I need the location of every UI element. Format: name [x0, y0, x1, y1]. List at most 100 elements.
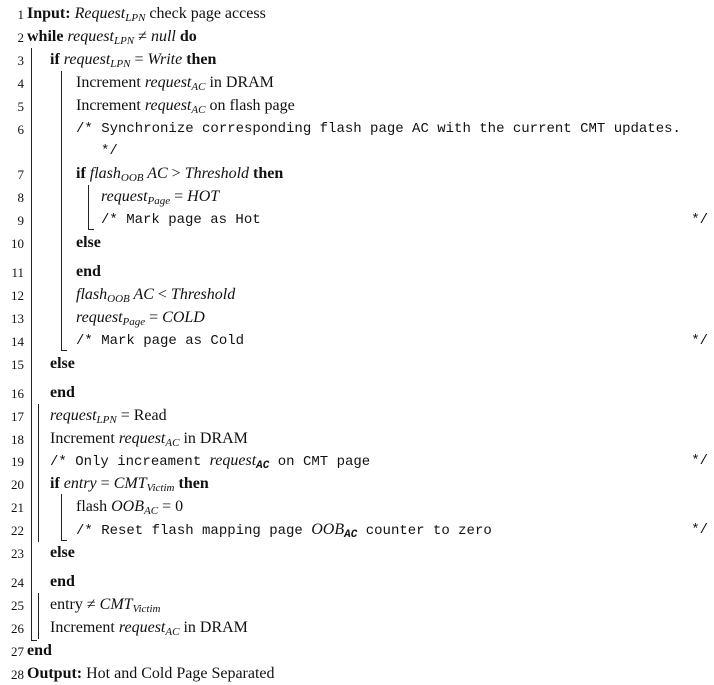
eq-operator: = [96, 475, 114, 492]
request-var: request [67, 28, 114, 45]
comment-mark-cold-close: */ [691, 333, 708, 349]
comment-only-increment: /* Only increament requestAC on CMT page [50, 452, 370, 472]
do-keyword: do [179, 28, 197, 45]
line-number: 6 [17, 122, 25, 137]
cmt-var: CMT [113, 475, 147, 492]
algo-line-21: flash OOBAC = 0 [76, 498, 183, 517]
while-scope-end [31, 640, 37, 641]
read-value: Read [133, 407, 167, 424]
line-number: 24 [11, 575, 24, 590]
comment-mark-cold: /* Mark page as Cold [76, 333, 245, 349]
algo-line-28: Output: Hot and Cold Page Separated [27, 665, 275, 683]
algo-line-17: requestLPN = Read [50, 407, 167, 426]
line-number: 2 [17, 30, 25, 45]
line-number: 25 [11, 598, 24, 613]
request-var: request [209, 452, 257, 469]
oob-var: OOB [311, 521, 345, 538]
request-var: request [101, 188, 148, 205]
if-keyword: if [50, 51, 60, 68]
if-write-scope-line [61, 71, 62, 350]
line-number: 5 [17, 99, 25, 114]
line-number: 12 [11, 288, 24, 303]
flash-text: flash [76, 498, 112, 515]
algo-line-10: else [76, 234, 101, 252]
algo-line-25: entry ≠ CMTVictim [50, 596, 160, 615]
request-var: request [76, 309, 123, 326]
line-number: 10 [11, 236, 24, 251]
algo-line-3: if requestLPN = Write then [50, 51, 217, 70]
line-number: 11 [11, 265, 24, 280]
output-keyword: Output: [27, 665, 83, 682]
else-keyword: else [50, 355, 75, 372]
algo-line-24: end [50, 573, 75, 591]
null-value: null [150, 28, 176, 45]
oob-subscript: OOB [120, 172, 144, 184]
comment-synchronize-close: */ [101, 143, 118, 159]
ac-subscript: AC [165, 437, 180, 449]
end-keyword: end [27, 642, 52, 659]
gt-operator: > [167, 165, 185, 182]
lt-operator: < [153, 286, 171, 303]
request-var: request [118, 619, 166, 636]
neq-operator: ≠ [134, 28, 151, 45]
while-scope-line [31, 48, 32, 640]
oob-subscript: OOB [107, 293, 130, 305]
write-value: Write [147, 51, 183, 68]
increment-text: Increment [76, 97, 145, 114]
ac-subscript: AC [191, 81, 206, 93]
algo-line-12: flashOOB AC < Threshold [76, 286, 236, 305]
algo-line-2: while requestLPN ≠ null do [27, 28, 197, 47]
cmt-var: CMT [99, 596, 133, 613]
cold-value: COLD [162, 309, 205, 326]
algo-line-7: if flashOOB AC > Threshold then [76, 165, 283, 184]
line-number: 1 [17, 7, 25, 22]
algo-line-16: end [50, 384, 75, 402]
entry-var: entry [63, 475, 97, 492]
algo-line-18: Increment requestAC in DRAM [50, 430, 248, 449]
line-number: 4 [17, 76, 25, 91]
increment-text: Increment [50, 619, 119, 636]
line-number: 20 [11, 477, 24, 492]
in-dram-text: in DRAM [179, 430, 248, 447]
line-number: 19 [11, 454, 24, 469]
in-dram-text: in DRAM [179, 619, 248, 636]
ac-subscript: AC [165, 626, 180, 638]
comment-text: /* Reset flash mapping page [76, 523, 312, 539]
line-number: 22 [11, 523, 24, 538]
victim-subscript: Victim [146, 482, 175, 494]
request-var: request [63, 51, 111, 68]
then-keyword: then [186, 51, 217, 68]
comment-text: /* Only increament [50, 454, 210, 470]
flash-var: flash [76, 286, 108, 303]
input-keyword: Input: [27, 5, 71, 22]
end-keyword: end [50, 573, 75, 590]
ac-subscript: AC [344, 529, 358, 541]
eq-operator: = [170, 188, 188, 205]
line-number: 17 [11, 409, 24, 424]
algo-line-20: if entry = CMTVictim then [50, 475, 209, 494]
algo-line-23: else [50, 544, 75, 562]
output-text: Hot and Cold Page Separated [82, 665, 275, 682]
else-keyword: else [76, 234, 101, 251]
threshold-var: Threshold [184, 165, 250, 182]
comment-synchronize: /* Synchronize corresponding flash page … [76, 121, 681, 137]
algo-line-27: end [27, 642, 52, 660]
algo-line-11: end [76, 263, 101, 281]
oob-var: OOB [111, 498, 144, 515]
lpn-subscript: LPN [113, 35, 135, 47]
line-number: 16 [11, 386, 24, 401]
increment-text: Increment [50, 430, 119, 447]
algo-line-15: else [50, 355, 75, 373]
if-threshold-scope-end [88, 229, 94, 230]
comment-mark-hot-close: */ [691, 212, 708, 228]
threshold-var: Threshold [170, 286, 236, 303]
eq-operator: = [130, 51, 148, 68]
request-var: request [144, 74, 192, 91]
lpn-subscript: LPN [110, 58, 131, 70]
comment-only-increment-close: */ [691, 453, 708, 469]
line-number: 13 [11, 311, 24, 326]
eq-operator: = [145, 309, 163, 326]
line-number: 18 [11, 432, 24, 447]
eq-operator: = [116, 407, 134, 424]
